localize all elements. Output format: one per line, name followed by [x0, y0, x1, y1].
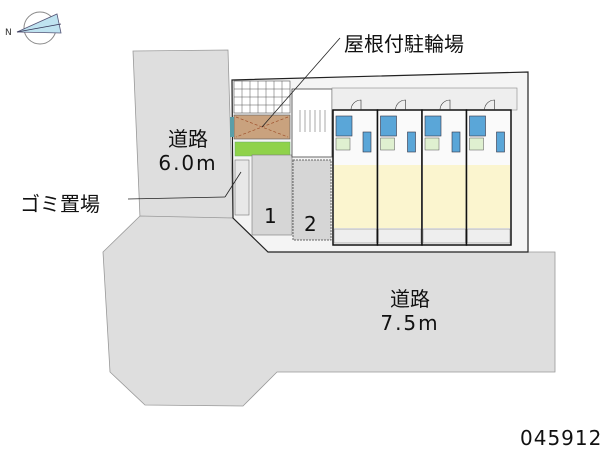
door-icon — [350, 99, 362, 111]
kitchen-icon — [335, 115, 353, 137]
apartment-unit — [465, 99, 512, 246]
property-code: 045912 — [520, 426, 600, 450]
road-left-width: 6.0m — [158, 151, 218, 175]
balcony — [378, 228, 422, 244]
kitchen-icon — [380, 115, 397, 137]
callout-garbage-area: ゴミ置場 — [20, 192, 100, 216]
bath-icon — [362, 131, 372, 153]
bath-icon — [451, 131, 461, 153]
door-icon — [484, 99, 495, 111]
living-room — [423, 165, 466, 228]
balcony — [467, 228, 511, 244]
living-room — [467, 165, 510, 228]
living-room — [378, 165, 421, 228]
toilet-icon — [469, 137, 484, 151]
greenery — [234, 141, 291, 157]
door-icon — [439, 99, 451, 111]
north-label: N — [5, 28, 12, 38]
toilet-icon — [424, 137, 440, 151]
toilet-icon — [380, 137, 395, 151]
balcony — [422, 228, 466, 244]
bath-icon — [496, 131, 505, 153]
road-front-width: 7.5m — [380, 311, 440, 335]
balcony — [333, 228, 377, 244]
parking-bay-2 — [292, 159, 332, 241]
leader-line-bicycle — [261, 37, 341, 128]
garbage-area — [234, 159, 250, 216]
parking-bay-1 — [251, 154, 293, 236]
kitchen-icon — [424, 115, 442, 137]
living-room — [334, 165, 377, 228]
apartment-unit — [376, 99, 423, 246]
bath-icon — [407, 131, 416, 153]
leader-line-garbage — [127, 196, 226, 200]
toilet-icon — [335, 137, 351, 151]
callout-bicycle-parking: 屋根付駐輪場 — [344, 32, 464, 56]
compass-rose-icon: N — [5, 11, 62, 45]
road-left-name: 道路 — [168, 127, 208, 151]
apartment-units — [332, 99, 512, 246]
road-front-name: 道路 — [390, 287, 430, 311]
parking-bay-2-label: 2 — [304, 212, 317, 236]
kitchen-icon — [469, 115, 486, 137]
door-icon — [395, 99, 406, 111]
parking-bay-1-label: 1 — [264, 204, 277, 228]
apartment-unit — [332, 99, 379, 246]
apartment-unit — [421, 99, 468, 246]
